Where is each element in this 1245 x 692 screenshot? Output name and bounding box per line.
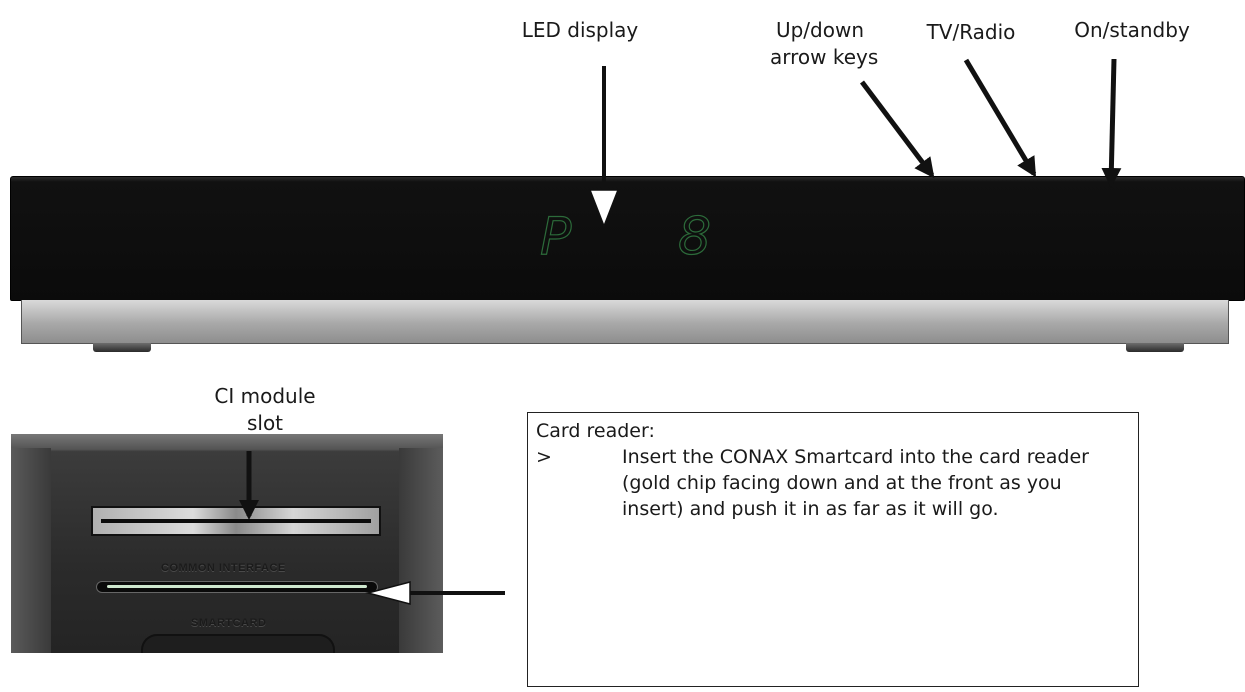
arrow-updown-keys (860, 80, 935, 179)
slot-cover-tray (141, 634, 335, 653)
receiver-foot-left (93, 343, 151, 352)
led-digit-1: P (539, 207, 572, 267)
smartcard-marking-text: SMARTCARD (191, 617, 267, 629)
card-reader-text: Insert the CONAX Smartcard into the card… (622, 446, 1089, 520)
arrow-on-standby (1101, 58, 1122, 188)
ci-slot-photo: COMMON INTERFACE SMARTCARD (11, 434, 443, 653)
led-digit-2: 8 (677, 207, 712, 267)
receiver-base (21, 300, 1229, 344)
label-led-display: LED display (521, 18, 639, 42)
photo-side-left (11, 448, 51, 653)
receiver-foot-right (1126, 343, 1184, 352)
ci-marking-text: COMMON INTERFACE (161, 562, 286, 574)
label-updown-line2: arrow keys (770, 45, 879, 69)
label-on-standby: On/standby (1074, 18, 1190, 42)
receiver-front-panel (10, 176, 1245, 301)
card-reader-bullet: > (536, 446, 552, 468)
label-ci-line1: CI module (214, 384, 316, 408)
card-reader-box: Card reader: > Insert the CONAX Smartcar… (527, 412, 1139, 687)
label-ci-line2: slot (246, 411, 284, 435)
label-ci-module-slot: CI module slot (195, 383, 335, 437)
label-tv-radio: TV/Radio (926, 20, 1016, 44)
label-updown-line1: Up/down (775, 18, 865, 42)
arrow-tv-radio (963, 58, 1037, 178)
label-updown-arrow-keys: Up/down arrow keys (770, 17, 879, 71)
photo-side-right (399, 448, 443, 653)
smartcard-slot (96, 581, 378, 593)
ci-module-slot (91, 506, 381, 536)
card-reader-title: Card reader: (536, 420, 655, 442)
